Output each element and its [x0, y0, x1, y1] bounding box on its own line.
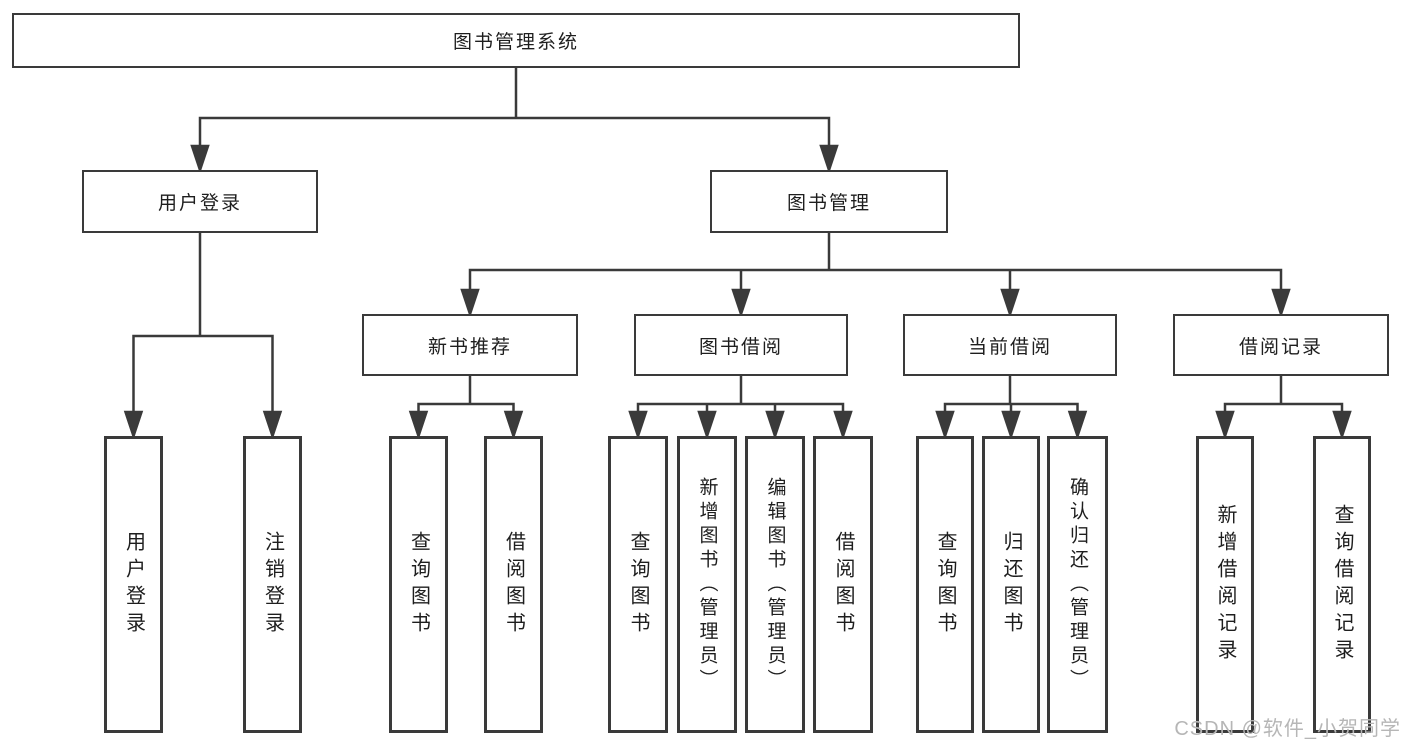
node-leaf-logout: 注销登录 — [243, 436, 302, 733]
node-leaf-add-borrow-record: 新增借阅记录 — [1196, 436, 1254, 733]
node-label: 查询图书 — [627, 530, 649, 639]
node-leaf-edit-book-admin: 编辑图书（管理员） — [745, 436, 805, 733]
node-label: 借阅图书 — [502, 530, 525, 639]
node-current-borrow: 当前借阅 — [903, 314, 1117, 376]
node-label: 借阅图书 — [832, 530, 854, 639]
node-leaf-user-login: 用户登录 — [104, 436, 163, 733]
connector-current-to-leaves — [935, 374, 1088, 440]
node-leaf-query-book-2: 查询图书 — [608, 436, 668, 733]
watermark: CSDN @软件_小贺同学 — [1174, 718, 1401, 740]
connector-root-to-level2 — [190, 66, 839, 174]
node-leaf-borrow-book-1: 借阅图书 — [484, 436, 543, 733]
node-label: 新增图书（管理员） — [696, 476, 718, 693]
node-new-book-recommend: 新书推荐 — [362, 314, 578, 376]
node-label: 用户登录 — [122, 530, 145, 639]
connector-borrow-to-leaves — [628, 374, 853, 440]
node-leaf-query-borrow-record: 查询借阅记录 — [1313, 436, 1371, 733]
node-leaf-borrow-book-2: 借阅图书 — [813, 436, 873, 733]
node-leaf-query-book-3: 查询图书 — [916, 436, 974, 733]
node-label: 注销登录 — [261, 530, 284, 639]
node-label: 新书推荐 — [427, 336, 512, 358]
node-leaf-confirm-return-admin: 确认归还（管理员） — [1047, 436, 1108, 733]
connector-record-to-leaves — [1215, 374, 1352, 440]
node-label: 查询借阅记录 — [1331, 503, 1353, 666]
connector-userlogin-to-leaves — [123, 231, 283, 440]
node-leaf-query-book-1: 查询图书 — [389, 436, 448, 733]
node-book-borrow: 图书借阅 — [634, 314, 848, 376]
node-label: 图书管理系统 — [452, 32, 579, 53]
node-user-login: 用户登录 — [82, 170, 318, 233]
node-book-management: 图书管理 — [710, 170, 948, 233]
node-label: 确认归还（管理员） — [1067, 476, 1088, 693]
node-leaf-return-book: 归还图书 — [982, 436, 1040, 733]
node-label: 借阅记录 — [1238, 336, 1323, 358]
node-label: 新增借阅记录 — [1214, 503, 1236, 666]
node-label: 编辑图书（管理员） — [764, 476, 786, 693]
node-label: 图书借阅 — [698, 336, 783, 358]
node-label: 归还图书 — [1000, 530, 1022, 639]
node-label: 查询图书 — [934, 530, 956, 639]
node-label: 查询图书 — [407, 530, 430, 639]
node-label: 当前借阅 — [967, 336, 1052, 358]
node-label: 图书管理 — [786, 193, 871, 214]
node-label: 用户登录 — [157, 193, 242, 214]
node-borrow-record: 借阅记录 — [1173, 314, 1389, 376]
node-leaf-add-book-admin: 新增图书（管理员） — [677, 436, 737, 733]
connector-newrec-to-leaves — [408, 374, 524, 440]
node-library-management-system: 图书管理系统 — [12, 13, 1020, 68]
connector-bookmgmt-to-level3 — [460, 231, 1291, 318]
